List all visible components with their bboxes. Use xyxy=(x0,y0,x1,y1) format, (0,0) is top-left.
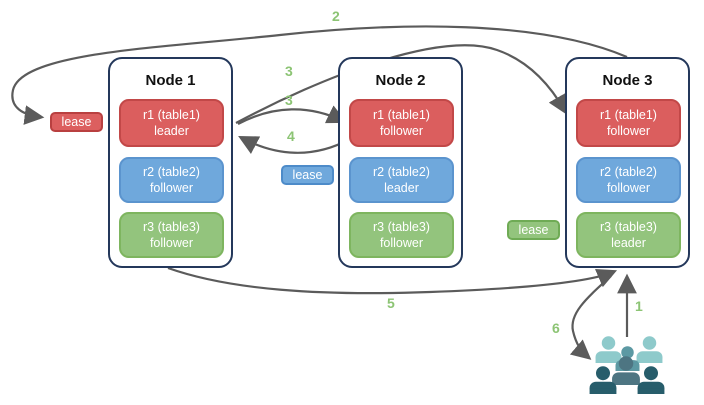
replica-role: leader xyxy=(611,236,646,250)
node-3-replica-r1: r1 (table1) follower xyxy=(576,99,681,147)
node-2-replica-r1: r1 (table1) follower xyxy=(349,99,454,147)
step-label-4: 4 xyxy=(287,128,295,144)
replica-name: r1 (table1) xyxy=(143,108,200,122)
node-3-replica-r2: r2 (table2) follower xyxy=(576,157,681,203)
step-label-2: 2 xyxy=(332,8,340,24)
step-label-3-top: 3 xyxy=(285,63,293,79)
replica-name: r3 (table3) xyxy=(600,220,657,234)
replica-role: leader xyxy=(384,181,419,195)
replica-name: r2 (table2) xyxy=(373,165,430,179)
arrow-step-3-to-node2 xyxy=(237,105,347,125)
step-label-3-mid: 3 xyxy=(285,92,293,108)
replica-name: r3 (table3) xyxy=(373,220,430,234)
node-3-title: Node 3 xyxy=(602,72,653,89)
replica-role: follower xyxy=(149,236,194,250)
step-label-6: 6 xyxy=(552,320,560,336)
arrow-step-3-to-node3 xyxy=(235,44,568,124)
step-label-1: 1 xyxy=(635,298,643,314)
arrow-step-6 xyxy=(569,275,612,360)
replica-role: leader xyxy=(154,124,189,138)
replica-role: follower xyxy=(149,181,194,195)
node-2-replica-r3: r3 (table3) follower xyxy=(349,212,454,258)
node-1-title: Node 1 xyxy=(145,72,196,89)
replica-role: follower xyxy=(379,124,424,138)
replica-name: r1 (table1) xyxy=(373,108,430,122)
node-1-replica-r2: r2 (table2) follower xyxy=(119,157,224,203)
replica-name: r2 (table2) xyxy=(143,165,200,179)
lease-badge-r3: lease xyxy=(507,220,560,240)
replica-role: follower xyxy=(606,181,651,195)
arrow-step-4 xyxy=(238,135,351,154)
replica-name: r3 (table3) xyxy=(143,220,200,234)
arrow-step-5 xyxy=(167,266,618,295)
node-2: Node 2 r1 (table1) follower r2 (table2) … xyxy=(338,57,463,268)
step-label-5: 5 xyxy=(387,295,395,311)
node-3: Node 3 r1 (table1) follower r2 (table2) … xyxy=(565,57,690,268)
node-1: Node 1 r1 (table1) leader r2 (table2) fo… xyxy=(108,57,233,268)
node-2-replica-r2: r2 (table2) leader xyxy=(349,157,454,203)
node-3-replica-r3: r3 (table3) leader xyxy=(576,212,681,258)
node-1-replica-r1: r1 (table1) leader xyxy=(119,99,224,147)
node-2-title: Node 2 xyxy=(375,72,426,89)
replica-name: r2 (table2) xyxy=(600,165,657,179)
node-1-replica-r3: r3 (table3) follower xyxy=(119,212,224,258)
replica-role: follower xyxy=(379,236,424,250)
lease-badge-r1: lease xyxy=(50,112,103,132)
replica-role: follower xyxy=(606,124,651,138)
users-group-icon xyxy=(589,336,665,394)
arrow-step-2 xyxy=(11,25,628,125)
lease-badge-r2: lease xyxy=(281,165,334,185)
replica-name: r1 (table1) xyxy=(600,108,657,122)
